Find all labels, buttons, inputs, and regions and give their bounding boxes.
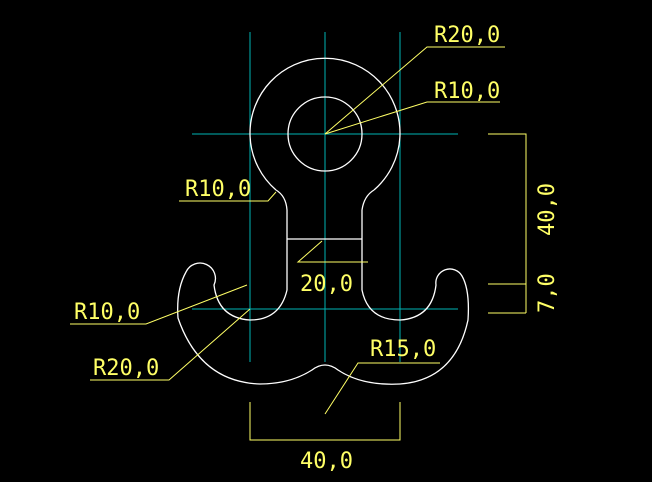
label-r-inner-circle: R10,0 [434,79,500,104]
dim-vertical-40 [488,133,527,313]
label-r-neck-fillet: R10,0 [185,177,251,202]
leader-r-hook-tip [70,284,248,325]
label-r-bottom-arc: R15,0 [370,337,436,362]
leader-r-neck-fillet [179,191,277,202]
outer-ring-arc [249,57,401,191]
part-outline [177,57,470,385]
label-height-upper: 40,0 [535,183,560,236]
label-neck-width: 20,0 [300,272,353,297]
dimension-lines [70,46,527,441]
centerlines [192,32,458,362]
inner-circle [287,96,363,172]
dim-base-width [249,402,401,441]
label-r-hook-curve: R20,0 [93,356,159,381]
label-r-outer-circle: R20,0 [434,23,500,48]
leader-r-outer-circle [324,46,505,135]
label-r-hook-tip: R10,0 [74,300,140,325]
hook-body-outline [177,189,470,385]
leader-neck-width [296,240,368,263]
leader-r-hook-curve [90,308,251,381]
label-base-width: 40,0 [300,449,353,474]
leader-r-bottom-arc [324,362,440,415]
label-height-lower: 7,0 [535,273,560,313]
leader-r-inner-circle [324,101,500,135]
